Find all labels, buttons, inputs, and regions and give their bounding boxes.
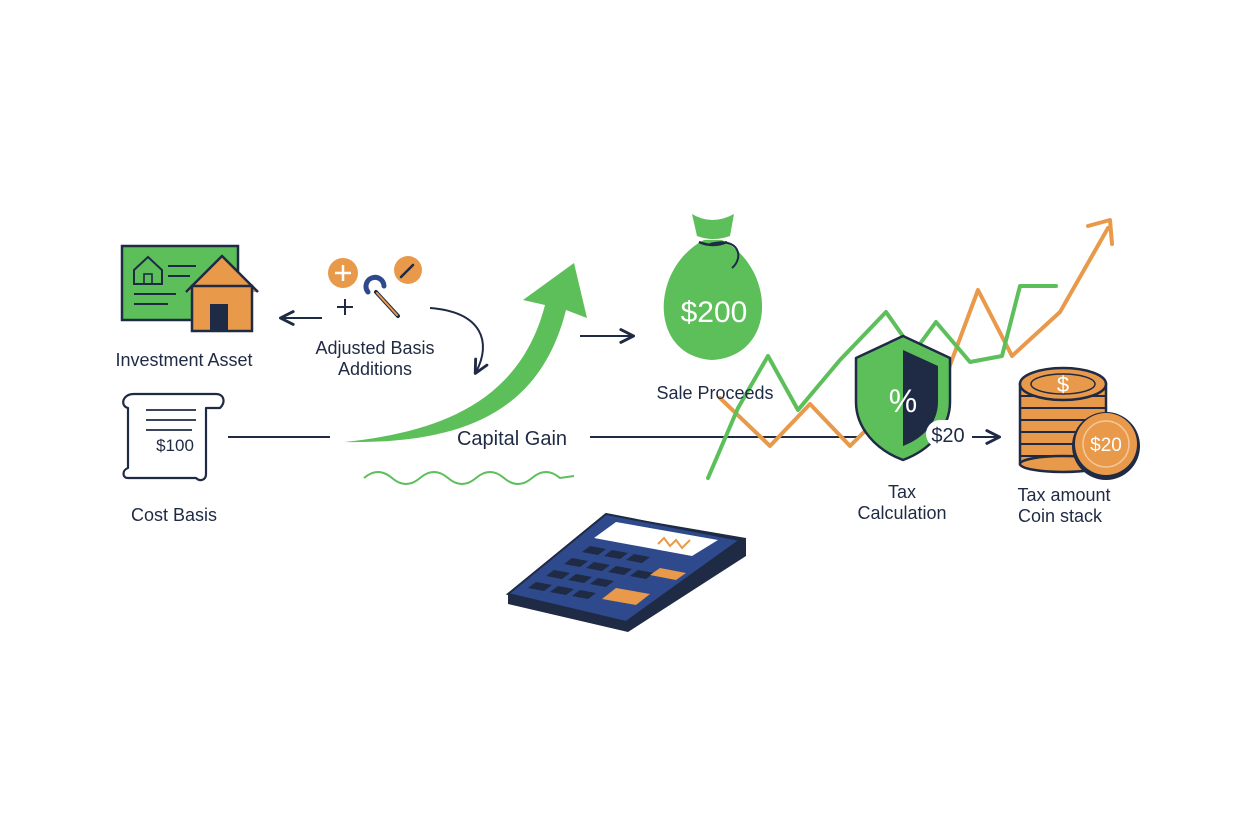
tax-amount-label-line1: Tax amount [1017, 485, 1111, 505]
orange-trend-arrowhead [1086, 218, 1114, 246]
tax-value: $20 [931, 425, 964, 447]
shield-percent-icon [854, 334, 952, 462]
wrench-icon [363, 274, 400, 318]
cost-basis-label: Cost Basis [130, 505, 218, 525]
sale-proceeds-value: $200 [681, 296, 748, 329]
tax-percent-symbol: % [889, 383, 917, 419]
coin-value: $20 [1090, 435, 1122, 456]
investment-asset-label: Investment Asset [115, 350, 253, 370]
calculator-icon [505, 512, 746, 632]
receipt-scroll-icon [122, 392, 225, 482]
plus-sign-icon [337, 299, 353, 315]
adjusted-basis-label-line2: Additions [337, 359, 413, 379]
house-document-icon [120, 244, 259, 333]
tax-calculation-label-line2: Calculation [857, 503, 947, 523]
sale-proceeds-label: Sale Proceeds [656, 383, 774, 403]
adjusted-basis-label-line1: Adjusted Basis [315, 338, 435, 358]
cost-basis-value: $100 [156, 436, 194, 455]
plus-circle-icon [328, 258, 358, 288]
money-bag-icon [663, 214, 763, 360]
front-coin-icon [1072, 412, 1140, 480]
tax-value-bubble [926, 420, 970, 448]
tax-amount-label-line2: Coin stack [1017, 506, 1103, 526]
tax-calculation-label-line1: Tax [887, 482, 916, 502]
wrench-circle-icon [394, 256, 422, 284]
capital-gain-label: Capital Gain [456, 428, 568, 450]
coin-symbol: $ [1057, 372, 1069, 397]
growth-arrow [344, 263, 587, 443]
wave-line [363, 471, 575, 485]
curved-arrow [429, 307, 489, 375]
green-trend-line [706, 284, 1058, 480]
